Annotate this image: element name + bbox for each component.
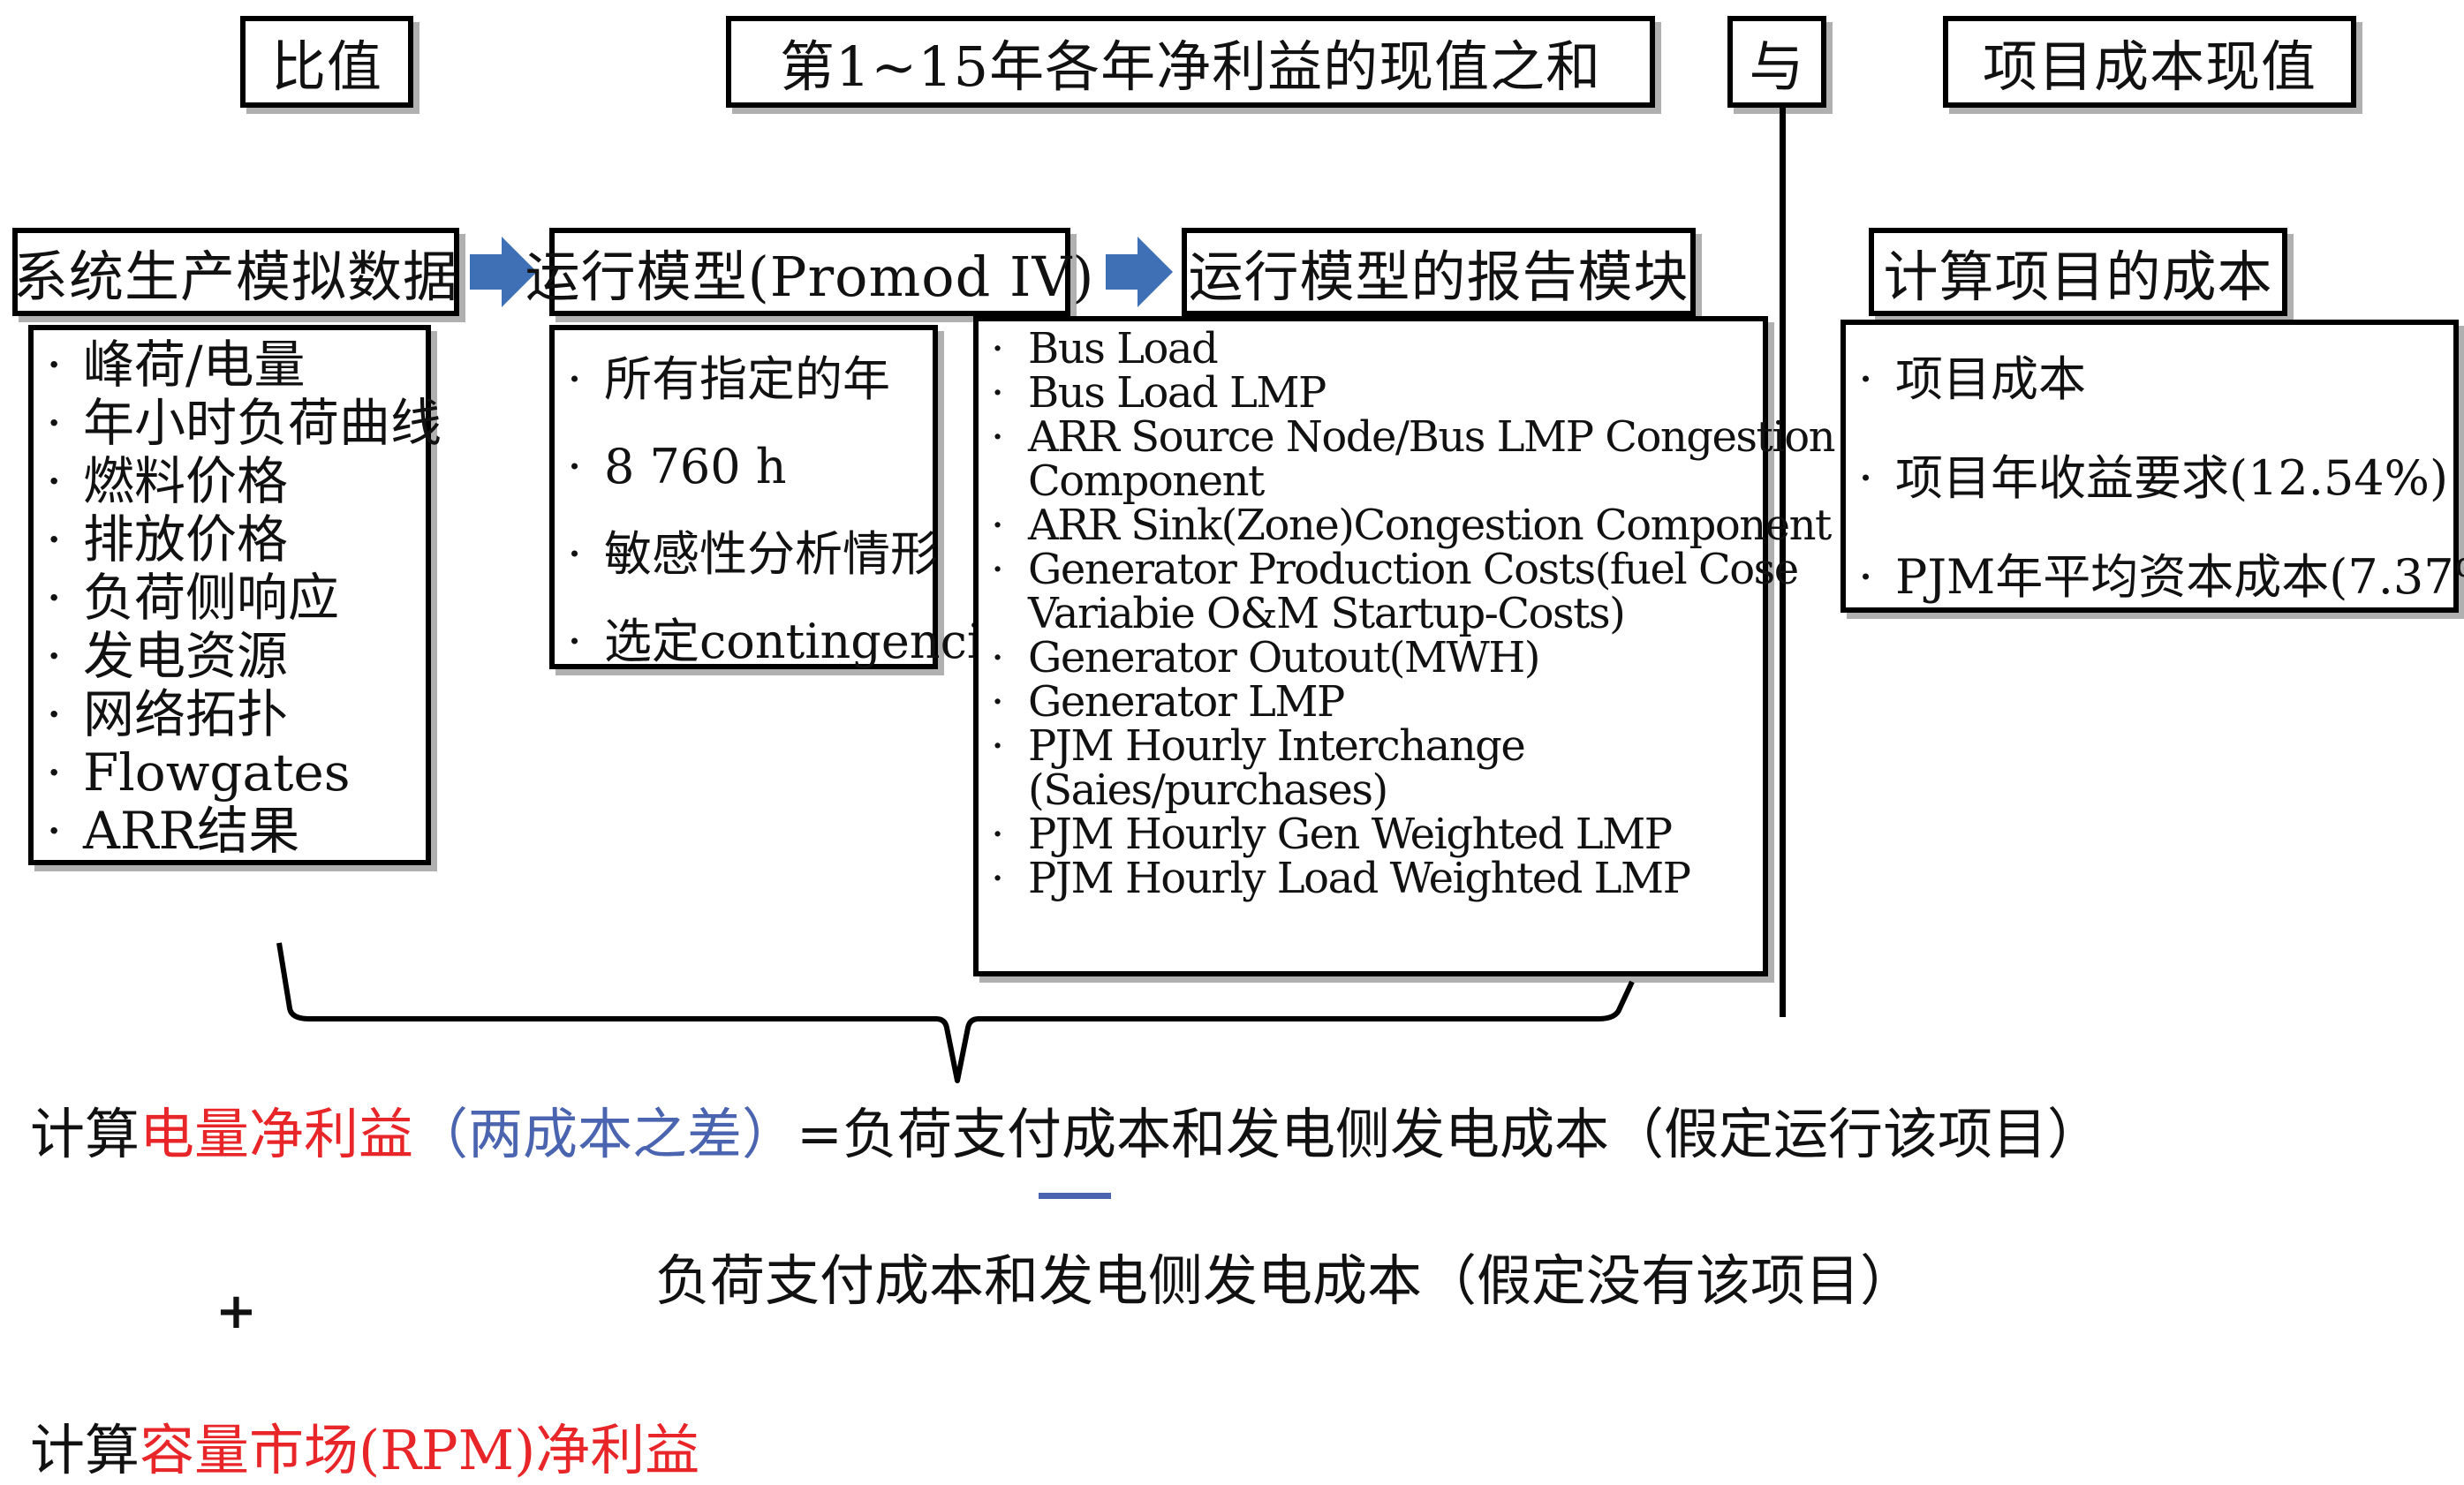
minus-sign [1039,1193,1111,1199]
model-list-item: 敏感性分析情形 [563,510,938,598]
model-list-item: 所有指定的年 [563,335,926,423]
ratio-label: 比值 [270,34,382,99]
report-box-title: 运行模型的报告模块 [1182,228,1696,316]
report-list-item: Generator Outout(MWH) [987,636,1756,680]
report-list-item: PJM Hourly Interchange(Saies/purchases) [987,724,1756,812]
energy-net-benefit-label: 电量净利益 [140,1102,414,1166]
cost-items-box: 项目成本项目年收益要求(12.54%)PJM年平均资本成本(7.37%) [1840,320,2464,627]
report-items-box: Bus LoadBus Load LMPARR Source Node/Bus … [973,316,1836,976]
data-box-title: 系统生产模拟数据 [12,228,459,316]
npv-sum-label: 第1~15年各年净利益的现值之和 [779,34,1602,99]
arrow-icon [470,237,537,307]
data-list-item: 年小时负荷曲线 [42,394,442,452]
report-items-list: Bus LoadBus Load LMPARR Source Node/Bus … [979,321,1836,901]
report-list-item: Generator Production Costs(fuel CoseVari… [987,547,1799,636]
and-box: 与 [1727,16,1826,108]
data-list-item: Flowgates [42,743,419,802]
arrow-icon [1106,237,1173,307]
report-list-item: Generator LMP [987,680,1756,724]
brace-connector [276,942,1635,1083]
report-list-item: ARR Source Node/Bus LMP CongestionCompon… [987,415,1836,503]
model-box-title: 运行模型(Promod IV) [525,228,1093,316]
report-list-item: Bus Load LMP [987,371,1756,415]
cost-list-item: 项目年收益要求(12.54%) [1855,429,2448,528]
plus-sign: + [215,1282,257,1340]
cost-box-title: 计算项目的成本 [1869,228,2287,316]
data-list-item: 负荷侧响应 [42,569,419,627]
formula-line-3: 计算容量市场(RPM)净利益 [30,1418,700,1482]
model-items-list: 所有指定的年8 760 h敏感性分析情形选定contingencies [555,330,1035,685]
data-list-item: 网络拓扑 [42,685,419,743]
capacity-market-net-benefit-label: 容量市场(RPM)净利益 [140,1418,700,1482]
data-list-item: 燃料价格 [42,452,419,510]
report-list-item: Bus Load [987,327,1756,371]
report-list-item: PJM Hourly Gen Weighted LMP [987,812,1756,856]
report-list-item: ARR Sink(Zone)Congestion Component [987,503,1832,547]
data-list-item: 排放价格 [42,510,419,569]
cost-difference-label: （两成本之差） [413,1102,797,1166]
formula-line-2: 负荷支付成本和发电侧发电成本（假定没有该项目） [655,1248,1916,1313]
data-list-item: ARR结果 [42,802,419,860]
data-items-box: 峰荷/电量年小时负荷曲线燃料价格排放价格负荷侧响应发电资源网络拓扑Flowgat… [28,325,442,865]
project-cost-pv-label: 项目成本现值 [1982,34,2317,99]
project-cost-pv-box: 项目成本现值 [1943,16,2356,108]
cost-list-item: PJM年平均资本成本(7.37%) [1855,528,2464,627]
and-label: 与 [1749,34,1805,99]
formula-line-1: 计算电量净利益（两成本之差）=负荷支付成本和发电侧发电成本（假定运行该项目） [30,1102,2102,1166]
cost-items-list: 项目成本项目年收益要求(12.54%)PJM年平均资本成本(7.37%) [1846,325,2464,627]
ratio-box: 比值 [240,16,413,108]
data-items-list: 峰荷/电量年小时负荷曲线燃料价格排放价格负荷侧响应发电资源网络拓扑Flowgat… [34,330,442,860]
cost-list-item: 项目成本 [1855,330,2446,429]
data-list-item: 峰荷/电量 [42,335,419,394]
model-list-item: 选定contingencies [563,598,1035,685]
data-list-item: 发电资源 [42,627,419,685]
report-list-item: PJM Hourly Load Weighted LMP [987,856,1756,901]
model-list-item: 8 760 h [563,423,926,510]
model-items-box: 所有指定的年8 760 h敏感性分析情形选定contingencies [549,325,1035,685]
npv-sum-box: 第1~15年各年净利益的现值之和 [726,16,1655,108]
